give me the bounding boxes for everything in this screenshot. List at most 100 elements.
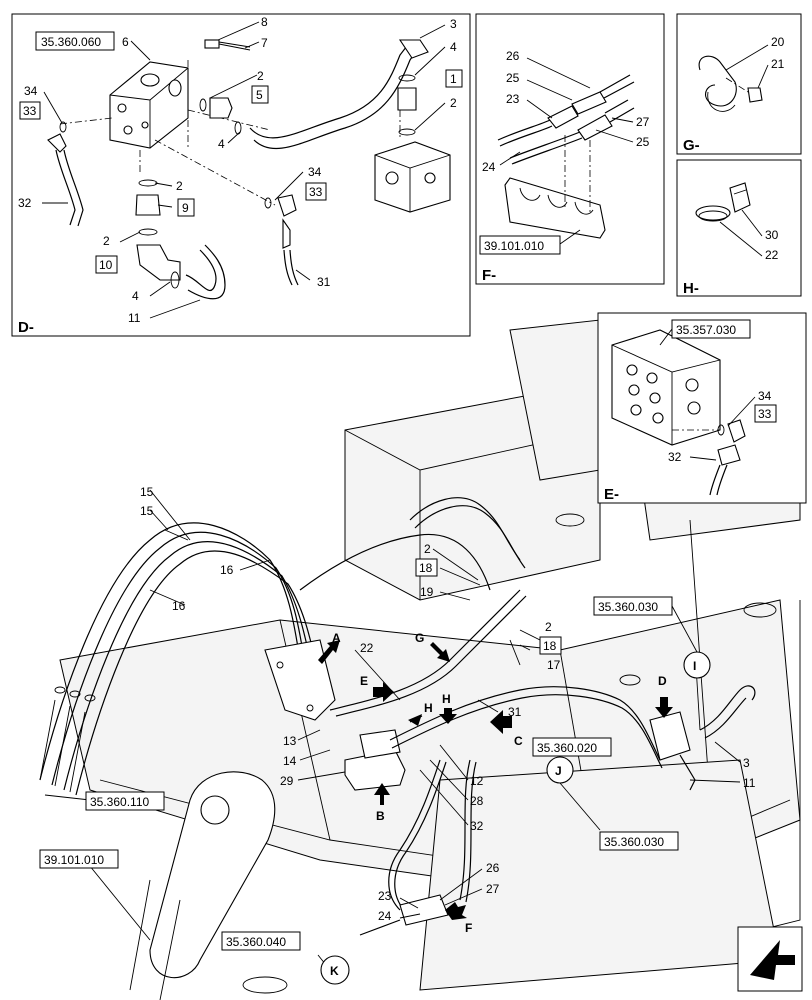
callout-34: 34 (24, 84, 38, 98)
callout-5[interactable]: 5 (256, 88, 263, 102)
ref-box-3[interactable] (85, 791, 165, 811)
callout-4c: 4 (132, 289, 139, 303)
valve-block (109, 61, 189, 149)
panel-d-ref-box[interactable] (35, 31, 115, 51)
main-leaders (44, 489, 741, 971)
panel-f-letter: F- (482, 267, 496, 284)
panel-h: H- 30 22 (676, 159, 802, 297)
arrow-label-b: B (376, 809, 385, 823)
g-callout-21: 21 (771, 57, 785, 71)
callout-9-box[interactable] (177, 198, 195, 217)
callout-33b[interactable]: 33 (309, 185, 323, 199)
ref-box-6[interactable] (221, 931, 301, 951)
main-callout-19: 19 (420, 585, 434, 599)
arrow-c (490, 710, 512, 734)
callout-2b: 2 (450, 96, 457, 110)
callout-3: 3 (450, 17, 457, 31)
callout-4b: 4 (218, 137, 225, 151)
arrow-label-e: E (360, 674, 368, 688)
f-callout-25: 25 (506, 71, 520, 85)
f-callout-23: 23 (506, 92, 520, 106)
ref-35-360-040[interactable]: 35.360.040 (226, 935, 286, 949)
main-callout-15b: 15 (140, 504, 154, 518)
panel-d-letter: D- (18, 319, 34, 336)
circle-i[interactable] (683, 651, 711, 679)
callout-32: 32 (18, 196, 32, 210)
main-callout-18[interactable]: 18 (419, 561, 433, 575)
panel-f-ref-box[interactable] (479, 235, 561, 255)
callout-6: 6 (122, 35, 129, 49)
main-callout-15: 15 (140, 485, 154, 499)
e-callout-33[interactable]: 33 (758, 407, 772, 421)
callout-1-box[interactable] (445, 69, 463, 88)
ref-35-360-030-a[interactable]: 35.360.030 (598, 600, 658, 614)
ref-35-360-030-b[interactable]: 35.360.030 (604, 835, 664, 849)
panel-e-ref[interactable]: 35.357.030 (676, 323, 736, 337)
panel-e-letter: E- (604, 486, 619, 503)
main-callout-13: 13 (283, 734, 297, 748)
circle-i-label[interactable]: I (693, 659, 696, 673)
f-callout-24: 24 (482, 160, 496, 174)
arrow-h2 (439, 708, 457, 724)
main-callout-18b-box[interactable] (539, 636, 562, 655)
arrow-e (373, 682, 394, 702)
callout-34b: 34 (308, 165, 322, 179)
circle-j-label[interactable]: J (555, 764, 562, 778)
panel-f: F- 26 25 23 27 25 24 39.101.010 (475, 13, 665, 285)
main-callout-16: 16 (220, 563, 234, 577)
arrow-label-d: D (658, 674, 667, 688)
ref-39-101-010[interactable]: 39.101.010 (44, 853, 104, 867)
callout-33b-box[interactable] (305, 182, 327, 201)
callout-11: 11 (128, 311, 141, 325)
callout-33[interactable]: 33 (23, 104, 37, 118)
circle-k[interactable] (320, 955, 350, 985)
circle-k-label[interactable]: K (330, 964, 339, 978)
bolt (204, 39, 251, 51)
ref-35-360-020[interactable]: 35.360.020 (537, 741, 597, 755)
view-direction-icon[interactable] (737, 926, 803, 992)
callout-5-box[interactable] (251, 85, 269, 104)
callout-2d: 2 (103, 234, 110, 248)
panel-d: D- 35.360.060 (11, 13, 471, 337)
circle-j[interactable] (546, 756, 574, 784)
ref-box-2[interactable] (532, 737, 612, 757)
main-callout-24: 24 (378, 909, 392, 923)
arrow-label-c: C (514, 734, 523, 748)
main-callout-18-box[interactable] (415, 558, 438, 577)
arrow-g (430, 642, 450, 662)
f-callout-27: 27 (636, 115, 650, 129)
callout-4: 4 (450, 40, 457, 54)
callout-1[interactable]: 1 (450, 72, 457, 86)
ref-box-4[interactable] (39, 849, 119, 869)
callout-2: 2 (257, 69, 264, 83)
ref-box-5[interactable] (599, 831, 679, 851)
main-callout-3: 3 (743, 756, 750, 770)
main-callout-27: 27 (486, 882, 500, 896)
callout-10[interactable]: 10 (99, 258, 113, 272)
h-callout-22: 22 (765, 248, 779, 262)
panel-g-letter: G- (683, 137, 700, 154)
panel-d-ref[interactable]: 35.360.060 (41, 35, 101, 49)
h-callout-30: 30 (765, 228, 779, 242)
arrow-h1 (408, 714, 423, 726)
ref-35-360-110[interactable]: 35.360.110 (90, 795, 149, 809)
e-callout-33-box[interactable] (754, 404, 777, 423)
arrow-label-h: H (424, 701, 433, 715)
arrow-b (374, 783, 390, 805)
main-callout-31: 31 (508, 705, 522, 719)
callout-8: 8 (261, 15, 268, 29)
e-callout-34: 34 (758, 389, 772, 403)
main-callout-12: 12 (470, 774, 484, 788)
callout-10-box[interactable] (95, 255, 118, 274)
main-callout-16b: 16 (172, 599, 186, 613)
callout-33-box[interactable] (19, 101, 41, 120)
arrow-f (445, 902, 467, 920)
main-callout-28: 28 (470, 794, 484, 808)
main-callout-2: 2 (424, 542, 431, 556)
arrow-label-g: G (415, 631, 424, 645)
arrow-label-h2: H (442, 692, 451, 706)
main-callout-18b[interactable]: 18 (543, 639, 557, 653)
main-callout-2b: 2 (545, 620, 552, 634)
callout-9[interactable]: 9 (182, 201, 189, 215)
panel-f-ref[interactable]: 39.101.010 (484, 239, 544, 253)
